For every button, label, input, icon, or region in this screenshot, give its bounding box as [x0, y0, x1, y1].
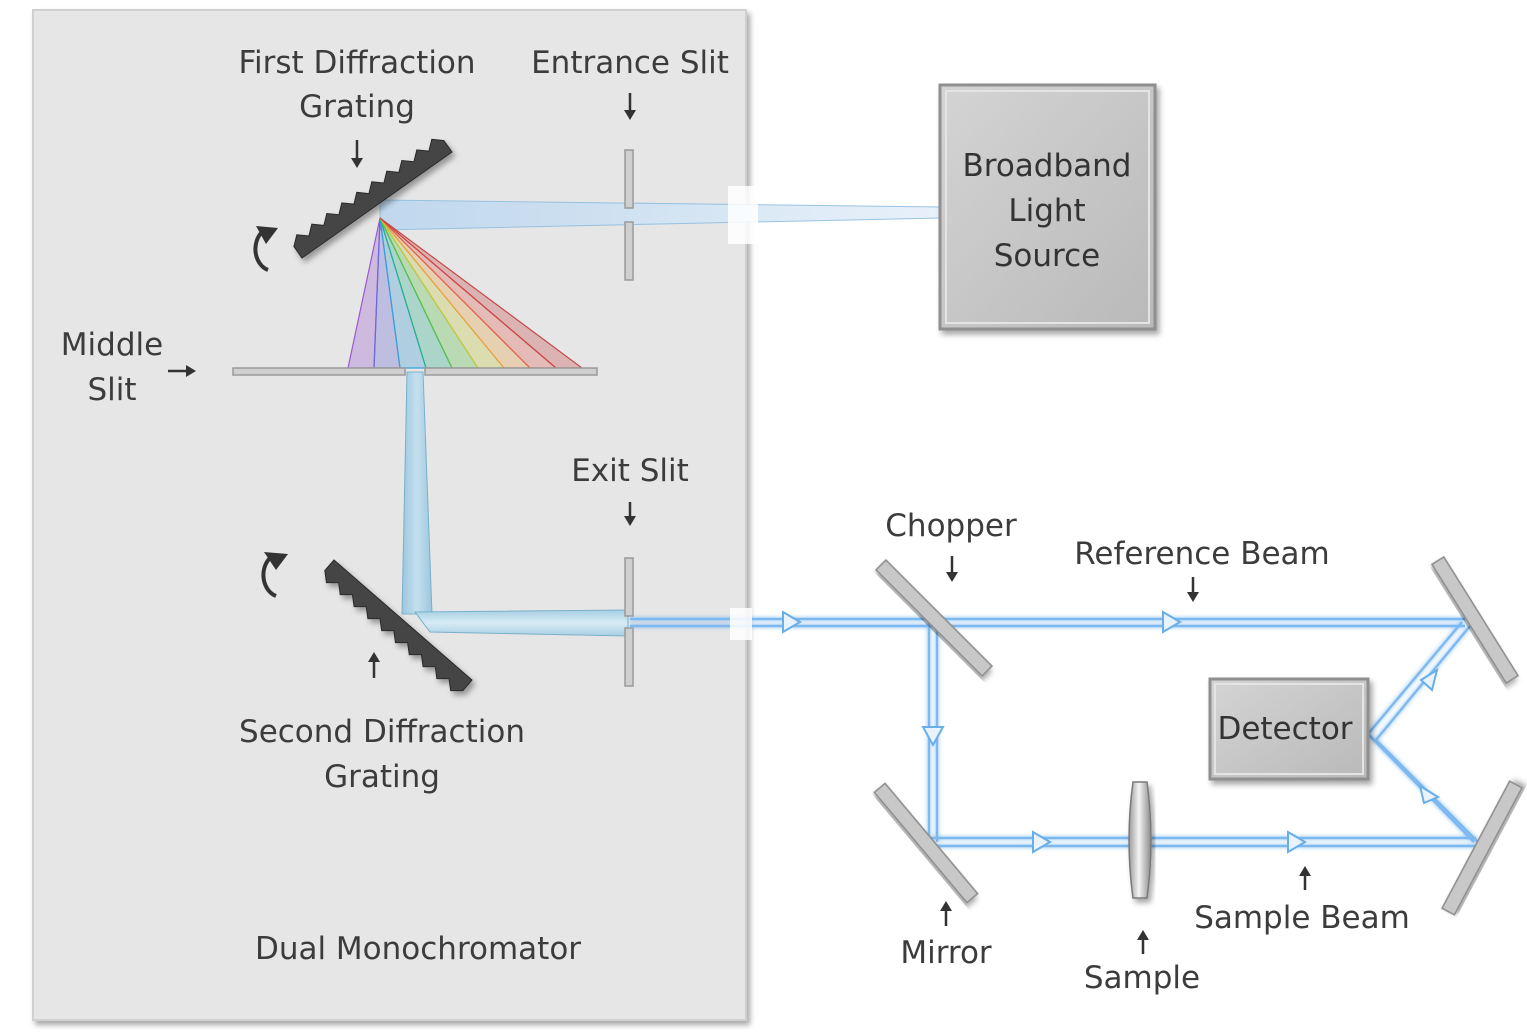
detector-label: Detector: [1217, 711, 1352, 747]
pointer-arrows: [168, 93, 1311, 954]
first-grating: [293, 138, 453, 259]
beam-path: [630, 617, 1481, 848]
chopper-mirror: [874, 558, 994, 678]
second-grating-label-line2: Grating: [324, 759, 440, 795]
rotate-icon-first: [253, 226, 278, 272]
mirror-bottom-right: [1441, 780, 1523, 916]
first-grating-label-line2: Grating: [299, 89, 415, 125]
exit-slit-label: Exit Slit: [571, 453, 689, 489]
exit-slit: [624, 557, 634, 687]
light-source-label-line3: Source: [994, 238, 1100, 274]
entrance-slit-label: Entrance Slit: [531, 45, 729, 81]
mirror-label: Mirror: [900, 935, 992, 971]
light-source-box: [938, 83, 1157, 331]
grating-body: [293, 138, 453, 259]
sample-label: Sample: [1084, 960, 1200, 996]
light-source-label-line2: Light: [1008, 193, 1085, 229]
second-grating: [324, 559, 473, 692]
detector-box: [1208, 677, 1370, 781]
monochromator-panel: [32, 9, 747, 1021]
second-grating-label-line1: Second Diffraction: [239, 714, 525, 750]
mirror-top-right: [1430, 555, 1520, 685]
spectrum-fan: [347, 217, 584, 369]
sample-beam-label: Sample Beam: [1194, 900, 1410, 936]
mirror: [873, 782, 979, 904]
sample-lens: [1128, 781, 1152, 899]
middle-slit-label-line1: Middle: [61, 327, 163, 363]
reference-beam-label: Reference Beam: [1074, 536, 1330, 572]
first-grating-label-line1: First Diffraction: [238, 45, 475, 81]
exit-beam: [414, 609, 629, 637]
middle-slit-label-line2: Slit: [87, 372, 136, 408]
middle-slit: [232, 367, 598, 376]
dual-monochromator-label: Dual Monochromator: [255, 931, 581, 967]
beam-arrows: [782, 610, 1441, 854]
grating-body: [324, 559, 473, 692]
chopper-label: Chopper: [885, 508, 1017, 544]
rotate-icon-second: [261, 552, 288, 598]
light-source-label-line1: Broadband: [963, 148, 1132, 184]
entrance-slit: [624, 149, 634, 281]
